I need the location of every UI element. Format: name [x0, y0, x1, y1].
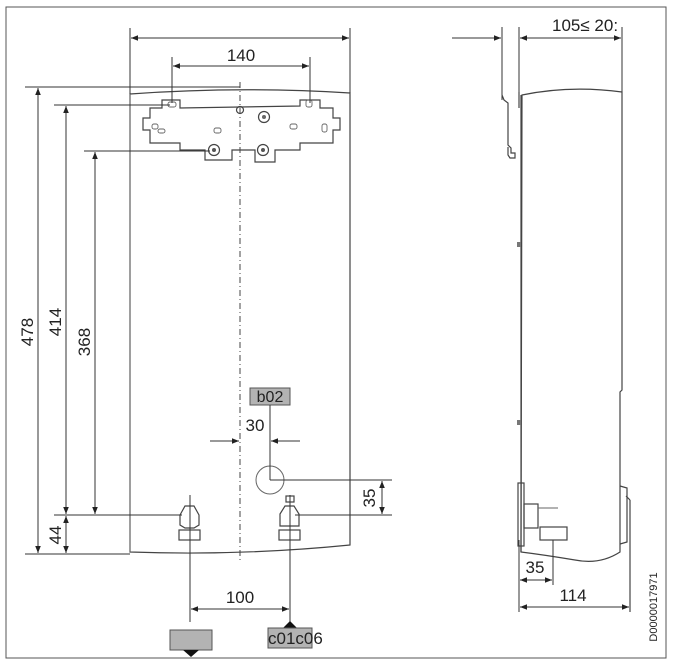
dim-30: 30 — [246, 416, 265, 435]
dim-100: 100 — [226, 588, 254, 607]
document-id: D0000017971 — [648, 572, 660, 641]
label-b02: b02 — [257, 389, 284, 406]
label-c01c06-box — [267, 627, 313, 649]
dim-140: 140 — [227, 46, 255, 65]
dim-478: 478 — [18, 318, 37, 346]
dim-414: 414 — [46, 308, 65, 336]
housing-outline — [129, 89, 351, 554]
side-housing-outline — [520, 88, 623, 562]
left-water-connection — [178, 495, 201, 622]
dim-44: 44 — [46, 526, 65, 545]
dim-35-side: 35 — [526, 558, 545, 577]
dim-105-202: 105≤ 20: — [552, 16, 618, 35]
drawing-frame — [5, 6, 667, 659]
dim-368: 368 — [75, 328, 94, 356]
dim-114: 114 — [559, 586, 586, 605]
mounting-bracket — [142, 99, 341, 163]
label-left-box — [169, 629, 213, 651]
dim-35-front: 35 — [360, 489, 379, 508]
label-c01c06: c01c06 — [268, 629, 323, 648]
side-view: 105≤ 20: 35 114 D0000017971 — [452, 16, 660, 642]
right-water-connection — [278, 495, 301, 622]
front-view: 140 478 414 368 44 b02 30 35 100 — [18, 28, 392, 657]
